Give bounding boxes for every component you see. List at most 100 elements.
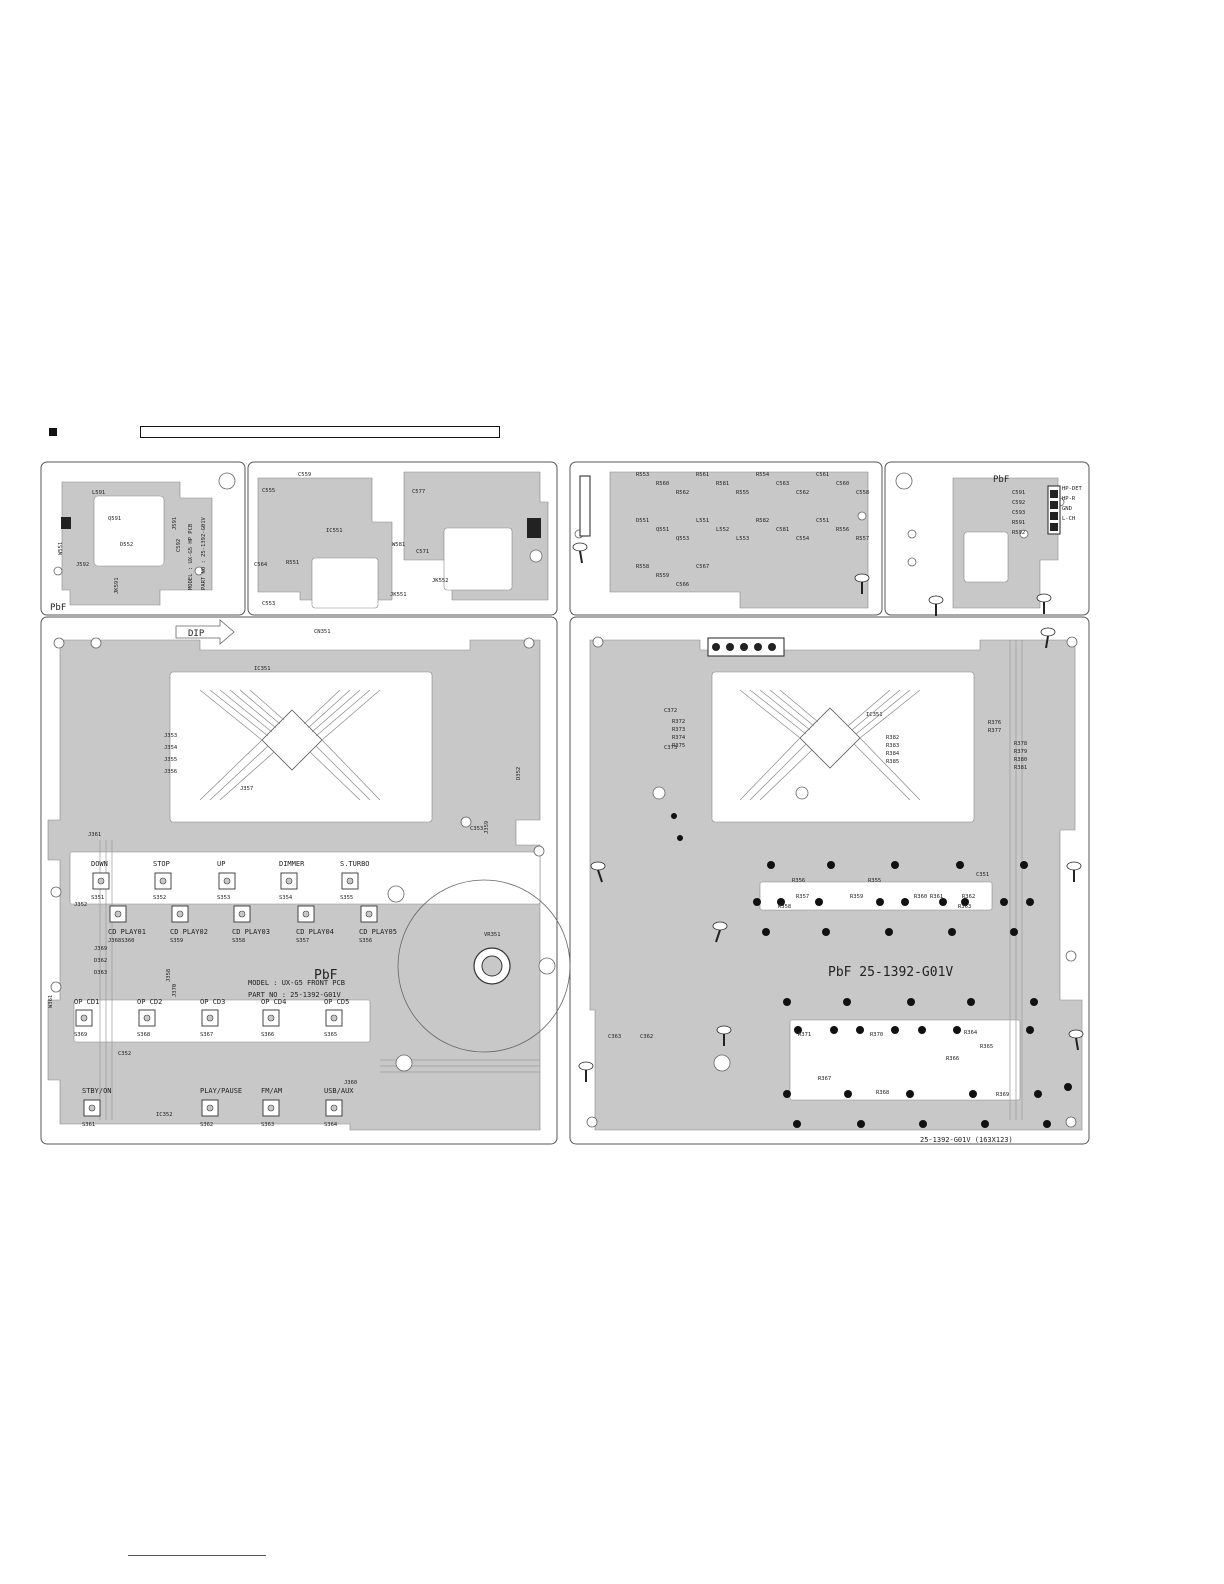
row4-button-label: FM/AM xyxy=(261,1087,282,1095)
component-ref-label: R363 xyxy=(958,904,971,910)
jack-jk552 xyxy=(443,527,513,591)
component-ref-label: R561 xyxy=(696,472,709,478)
front-model-line: MODEL : UX-G5 FRONT PCB xyxy=(248,979,345,987)
row2-button-ref: S357 xyxy=(296,938,309,944)
row1-button-label: S.TURBO xyxy=(340,860,370,868)
component-ref-label: J361 xyxy=(88,832,101,838)
component-ref-label: R358 xyxy=(778,904,791,910)
component-ref-label: R376 xyxy=(988,720,1001,726)
component-ref-label: R582 xyxy=(756,518,769,524)
component-ref-label: C563 xyxy=(776,481,789,487)
row3-button-ref: S367 xyxy=(200,1032,213,1038)
component-ref-label: C372 xyxy=(664,708,677,714)
component-ref-label: C567 xyxy=(696,564,709,570)
row2-button-label: CD PLAY02 xyxy=(170,928,208,936)
screw-icons xyxy=(572,542,1084,1082)
row2-button-ref: J368S360 xyxy=(108,938,135,944)
component-ref-label: R380 xyxy=(1014,757,1027,763)
component-ref-label: C551 xyxy=(816,518,829,524)
component-ref-label: R364 xyxy=(964,1030,978,1036)
component-ref-label: IC551 xyxy=(326,528,343,534)
screw-icon xyxy=(1036,593,1052,614)
component-ref-label: R591 xyxy=(1012,520,1025,526)
component-ref-label: C581 xyxy=(776,527,789,533)
row1-button-label: DIMMER xyxy=(279,860,305,868)
component-ref-label: R560 xyxy=(656,481,669,487)
component-ref-label: R562 xyxy=(676,490,689,496)
row1-button-label: UP xyxy=(217,860,225,868)
hp-ref-label: W551 xyxy=(58,542,64,555)
component-ref-label: C561 xyxy=(816,472,829,478)
row1-button-ref: S354 xyxy=(279,895,293,901)
row2-button-label: CD PLAY01 xyxy=(108,928,146,936)
component-ref-label: R553 xyxy=(636,472,649,478)
component-ref-label: C560 xyxy=(836,481,849,487)
component-ref-label: J353 xyxy=(164,733,177,739)
component-ref-label: R369 xyxy=(996,1092,1009,1098)
row3-button-label: OP CD2 xyxy=(137,998,162,1006)
component-ref-label: C362 xyxy=(640,1034,653,1040)
component-ref-label: Q551 xyxy=(656,527,669,533)
component-ref-label: J354 xyxy=(164,745,178,751)
component-ref-label: R383 xyxy=(886,743,899,749)
component-ref-label: C571 xyxy=(416,549,429,555)
row3-button-ref: S365 xyxy=(324,1032,337,1038)
component-ref-label: R385 xyxy=(886,759,899,765)
row2-button-label: CD PLAY03 xyxy=(232,928,270,936)
screw-icon xyxy=(572,542,588,564)
hp-ref-label: JK591 xyxy=(114,577,120,594)
component-ref-label: J358 xyxy=(166,969,172,982)
row2-button-ref: S359 xyxy=(170,938,183,944)
component-ref-label: C555 xyxy=(262,488,275,494)
screw-icon xyxy=(590,861,606,883)
row4-button-ref: S364 xyxy=(324,1122,338,1128)
component-ref-label: C593 xyxy=(1012,510,1025,516)
dip-label: DIP xyxy=(188,629,205,639)
hp-ref-label: D552 xyxy=(120,542,133,548)
row3-button-label: OP CD3 xyxy=(200,998,225,1006)
component-ref-label: CN351 xyxy=(314,629,331,635)
row1-button-label: DOWN xyxy=(91,860,108,868)
component-ref-label: R556 xyxy=(836,527,849,533)
screw-icon xyxy=(854,573,870,594)
row1-button-label: STOP xyxy=(153,860,170,868)
component-ref-label: D352 xyxy=(516,767,522,780)
component-ref-label: C558 xyxy=(856,490,869,496)
hp-ref-label: Q591 xyxy=(108,516,121,522)
jack-jk551 xyxy=(311,557,379,609)
screw-icon xyxy=(1066,861,1082,882)
hp-ref-label: C592 xyxy=(176,539,182,552)
hp-ref-label: J591 xyxy=(172,517,178,530)
component-ref-label: J360 xyxy=(344,1080,357,1086)
component-ref-label: C591 xyxy=(1012,490,1025,496)
back-pbf-line: PbF 25-1392-G01V xyxy=(828,965,953,980)
component-ref-label: J357 xyxy=(240,786,253,792)
component-ref-label: IC351 xyxy=(254,666,271,672)
component-ref-label: R360 xyxy=(914,894,927,900)
component-ref-label: W581 xyxy=(392,542,405,548)
screw-icon xyxy=(578,1061,594,1082)
component-ref-label: R592 xyxy=(1012,530,1025,536)
row4-button-ref: S363 xyxy=(261,1122,274,1128)
hp-back-pin-label: HP-DET xyxy=(1062,486,1083,492)
row3-button-label: OP CD5 xyxy=(324,998,349,1006)
component-ref-label: R362 xyxy=(962,894,975,900)
component-ref-label: R378 xyxy=(1014,741,1027,747)
front-part-line: PART NO : 25-1392-G01V xyxy=(248,991,342,999)
component-ref-label: C373 xyxy=(664,745,677,751)
dip-arrow-icon xyxy=(175,619,235,645)
component-ref-label: L553 xyxy=(736,536,749,542)
component-ref-label: R374 xyxy=(672,735,686,741)
component-ref-label: L551 xyxy=(696,518,709,524)
component-ref-label: J355 xyxy=(164,757,177,763)
screw-icon xyxy=(712,921,728,943)
row3-button-ref: S369 xyxy=(74,1032,87,1038)
component-ref-label: R554 xyxy=(756,472,770,478)
row3-button-ref: S368 xyxy=(137,1032,150,1038)
component-ref-label: R382 xyxy=(886,735,899,741)
hp-back-pin-label: GND xyxy=(1062,506,1072,512)
row3-button-label: OP CD4 xyxy=(261,998,286,1006)
component-ref-label: R375 xyxy=(672,743,685,749)
component-ref-label: C577 xyxy=(412,489,425,495)
